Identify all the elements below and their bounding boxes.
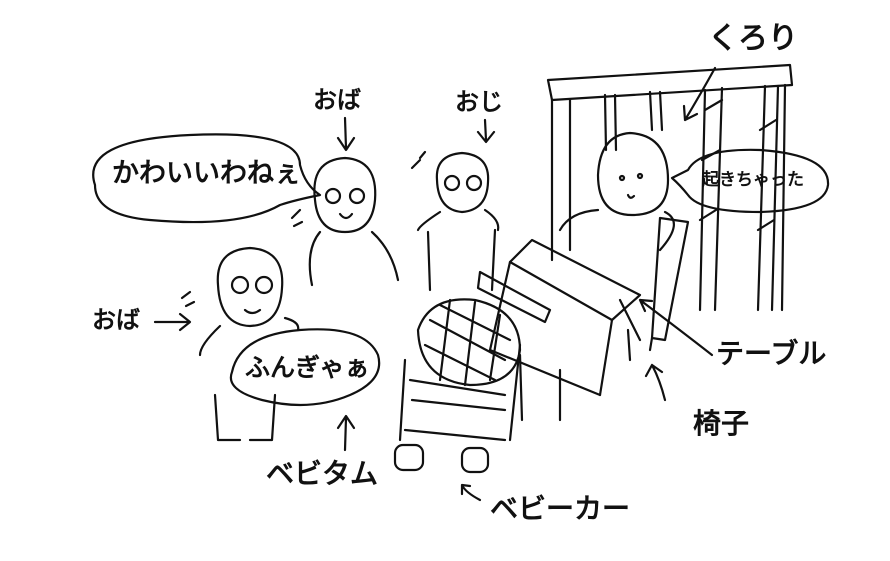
- label-stroller: ベビーカー: [490, 492, 631, 525]
- label-kurori: くろり: [708, 21, 798, 56]
- chair: [618, 216, 690, 362]
- figure-oba-top: [290, 156, 400, 287]
- figure-oba-left: [180, 246, 300, 442]
- speech-baby: ふんぎゃぁ: [245, 353, 370, 382]
- figure-oji: [410, 150, 500, 292]
- label-oba-top: おば: [313, 86, 361, 114]
- label-baby: ベビタム: [266, 457, 379, 490]
- figure-kurori: [558, 131, 675, 252]
- label-table: テーブル: [716, 337, 827, 370]
- table: [488, 238, 642, 422]
- speech-bubbles: [92, 133, 830, 407]
- arrows: [153, 66, 717, 502]
- label-oji: おじ: [455, 88, 503, 116]
- label-chair: 椅子: [693, 407, 750, 440]
- label-oba-left: おば: [92, 306, 140, 334]
- stroller: [393, 270, 552, 474]
- speech-kurori: 起きちゃった: [702, 170, 804, 190]
- speech-oba: かわいいわねぇ: [112, 158, 301, 189]
